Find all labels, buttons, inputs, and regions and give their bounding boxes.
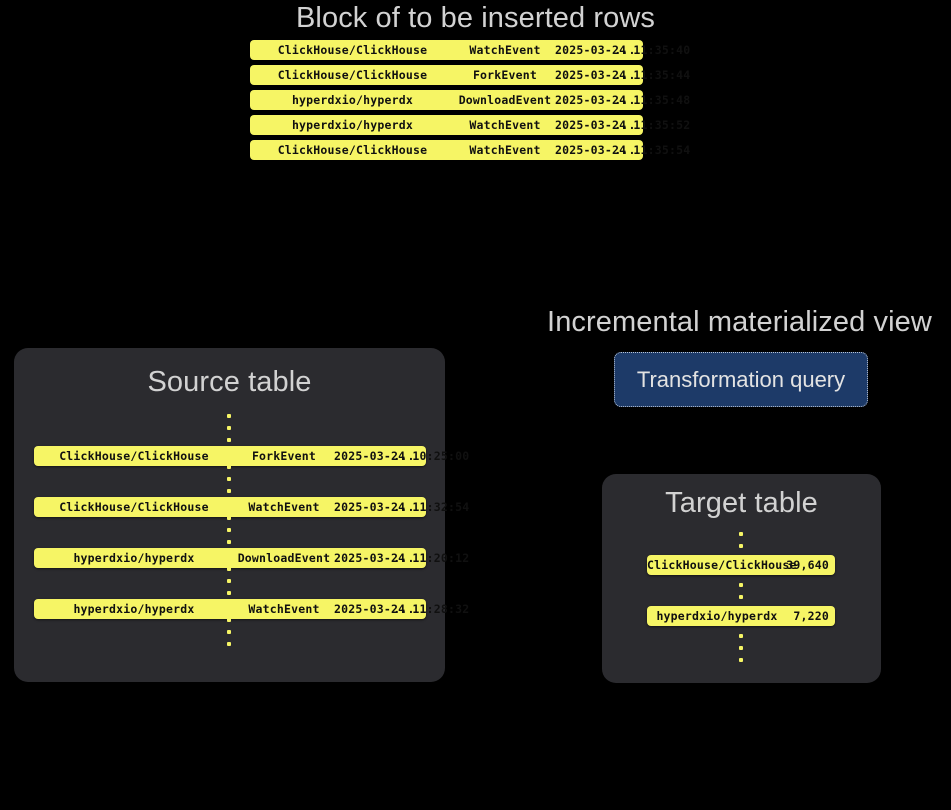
row-timestamp: 2025-03-24 11:35:40	[555, 43, 691, 57]
row-event-type: DownloadEvent	[458, 93, 552, 107]
insert-block-rows: ClickHouse/ClickHouse WatchEvent 2025-03…	[250, 40, 690, 165]
row-ellipsis: ...	[614, 68, 636, 82]
row-ellipsis: ...	[393, 551, 415, 565]
row-repo: hyperdxio/hyperdx	[291, 93, 414, 107]
table-row: ClickHouse/ClickHouse ForkEvent 2025-03-…	[34, 446, 469, 466]
row-separator-dots	[738, 634, 744, 662]
row-separator-dots	[226, 414, 232, 442]
row-ellipsis: ...	[393, 602, 415, 616]
row-ellipsis: ...	[614, 93, 636, 107]
table-row: ClickHouse/ClickHouse WatchEvent 2025-03…	[250, 140, 690, 160]
row-repo: ClickHouse/ClickHouse	[277, 143, 428, 157]
row-event-type: DownloadEvent	[237, 551, 331, 565]
row-timestamp: 2025-03-24 11:28:32	[334, 602, 470, 616]
row-timestamp: 2025-03-24 11:35:48	[555, 93, 691, 107]
transformation-query-box[interactable]: Transformation query	[614, 352, 868, 407]
row-separator-dots	[226, 465, 232, 493]
row-repo: ClickHouse/ClickHouse	[59, 449, 209, 463]
row-event-type: WatchEvent	[248, 602, 320, 616]
row-timestamp: 2025-03-24 10:25:00	[334, 449, 470, 463]
row-separator-dots	[226, 567, 232, 595]
insert-block-title: Block of to be inserted rows	[295, 2, 656, 34]
transformation-query-label: Transformation query	[636, 366, 846, 392]
row-event-type: WatchEvent	[248, 500, 320, 514]
table-row: hyperdxio/hyperdx DownloadEvent 2025-03-…	[250, 90, 690, 110]
row-count: 7,220	[793, 609, 829, 623]
row-count: 39,640	[786, 558, 829, 572]
target-table-title: Target table	[665, 487, 818, 519]
row-repo: ClickHouse/ClickHouse	[277, 68, 428, 82]
table-row: hyperdxio/hyperdx WatchEvent 2025-03-24 …	[250, 115, 690, 135]
row-event-type: WatchEvent	[469, 43, 541, 57]
row-event-type: WatchEvent	[469, 118, 541, 132]
row-timestamp: 2025-03-24 11:35:44	[555, 68, 691, 82]
row-ellipsis: ...	[614, 143, 636, 157]
row-repo: hyperdxio/hyperdx	[73, 551, 195, 565]
materialized-view-title: Incremental materialized view	[547, 306, 932, 338]
table-row: ClickHouse/ClickHouse WatchEvent 2025-03…	[250, 40, 690, 60]
row-timestamp: 2025-03-24 11:32:54	[334, 500, 470, 514]
table-row: ClickHouse/ClickHouse ForkEvent 2025-03-…	[250, 65, 690, 85]
row-repo: ClickHouse/ClickHouse	[647, 558, 797, 572]
table-row: hyperdxio/hyperdx 7,220	[647, 606, 835, 626]
table-row: ClickHouse/ClickHouse 39,640	[647, 555, 835, 575]
row-event-type: ForkEvent	[251, 449, 317, 463]
row-separator-dots	[226, 516, 232, 544]
row-ellipsis: ...	[614, 43, 636, 57]
table-row: hyperdxio/hyperdx DownloadEvent 2025-03-…	[34, 548, 469, 568]
row-timestamp: 2025-03-24 11:35:52	[555, 118, 691, 132]
row-ellipsis: ...	[614, 118, 636, 132]
row-repo: ClickHouse/ClickHouse	[59, 500, 209, 514]
row-event-type: WatchEvent	[469, 143, 541, 157]
row-repo: hyperdxio/hyperdx	[291, 118, 414, 132]
table-row: ClickHouse/ClickHouse WatchEvent 2025-03…	[34, 497, 469, 517]
row-timestamp: 2025-03-24 11:20:12	[334, 551, 470, 565]
row-event-type: ForkEvent	[472, 68, 538, 82]
source-table-title: Source table	[147, 366, 312, 398]
row-ellipsis: ...	[393, 500, 415, 514]
row-repo: hyperdxio/hyperdx	[73, 602, 195, 616]
row-timestamp: 2025-03-24 11:35:54	[555, 143, 691, 157]
row-repo: hyperdxio/hyperdx	[656, 609, 778, 623]
row-repo: ClickHouse/ClickHouse	[277, 43, 428, 57]
row-separator-dots	[738, 583, 744, 611]
row-separator-dots	[226, 618, 232, 646]
row-ellipsis: ...	[393, 449, 415, 463]
table-row: hyperdxio/hyperdx WatchEvent 2025-03-24 …	[34, 599, 469, 619]
